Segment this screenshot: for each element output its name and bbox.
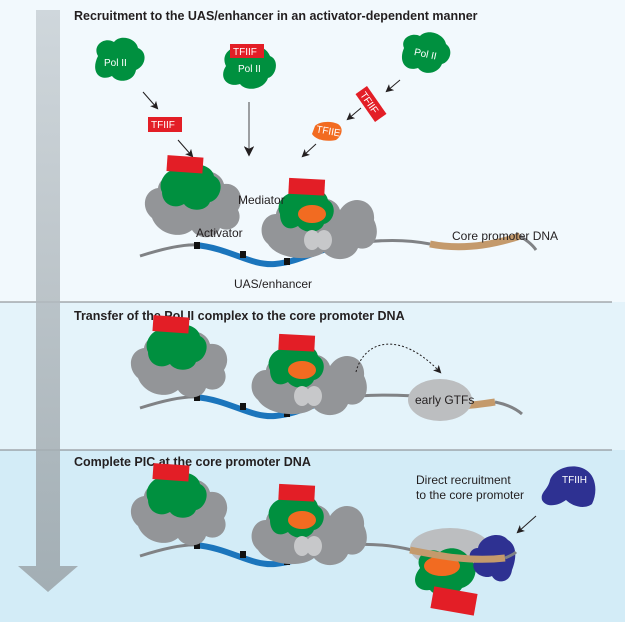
early-gtfs: early GTFs	[408, 379, 474, 421]
svg-text:Pol II: Pol II	[104, 58, 127, 69]
svg-text:TFIIF: TFIIF	[151, 120, 175, 131]
tfiih-free: TFIIH	[541, 466, 596, 507]
panel-2-title: Transfer of the Pol II complex to the co…	[74, 309, 405, 323]
core-promoter-dna	[429, 232, 522, 251]
tfiie-free: TFIIE	[312, 121, 342, 141]
transfer-arrow	[355, 343, 442, 374]
pol2-tfiif-complex-free: TFIIF Pol II	[223, 44, 276, 89]
tfiif-free: TFIIF	[148, 117, 182, 132]
svg-text:early GTFs: early GTFs	[415, 393, 474, 407]
pol2-free-left: Pol II	[95, 37, 145, 81]
direct-recruitment-label: to the core promoter	[416, 488, 524, 502]
activator-label: Activator	[196, 226, 243, 240]
pol2-free-right: Pol II	[401, 32, 451, 73]
arrow	[177, 139, 194, 158]
uas-enhancer-label: UAS/enhancer	[234, 277, 312, 291]
svg-text:Pol II: Pol II	[238, 64, 261, 75]
svg-text:TFIIH: TFIIH	[562, 475, 587, 486]
arrow	[516, 515, 537, 534]
arrow	[142, 91, 159, 110]
svg-text:TFIIE: TFIIE	[315, 124, 341, 139]
progression-arrow	[18, 10, 78, 592]
mediator-label: Mediator	[238, 193, 285, 207]
dna-strand	[494, 400, 523, 416]
complete-pic	[409, 528, 518, 616]
arrow	[346, 107, 362, 121]
svg-text:TFIIF: TFIIF	[233, 47, 257, 58]
dna-strand	[519, 234, 538, 251]
panel-3-title: Complete PIC at the core promoter DNA	[74, 455, 311, 469]
svg-text:Pol II: Pol II	[413, 47, 438, 62]
direct-recruitment-label: Direct recruitment	[416, 473, 511, 487]
arrow	[301, 143, 317, 158]
panel-1-title: Recruitment to the UAS/enhancer in an ac…	[74, 9, 478, 23]
arrow	[385, 79, 401, 93]
core-promoter-label: Core promoter DNA	[452, 229, 558, 243]
